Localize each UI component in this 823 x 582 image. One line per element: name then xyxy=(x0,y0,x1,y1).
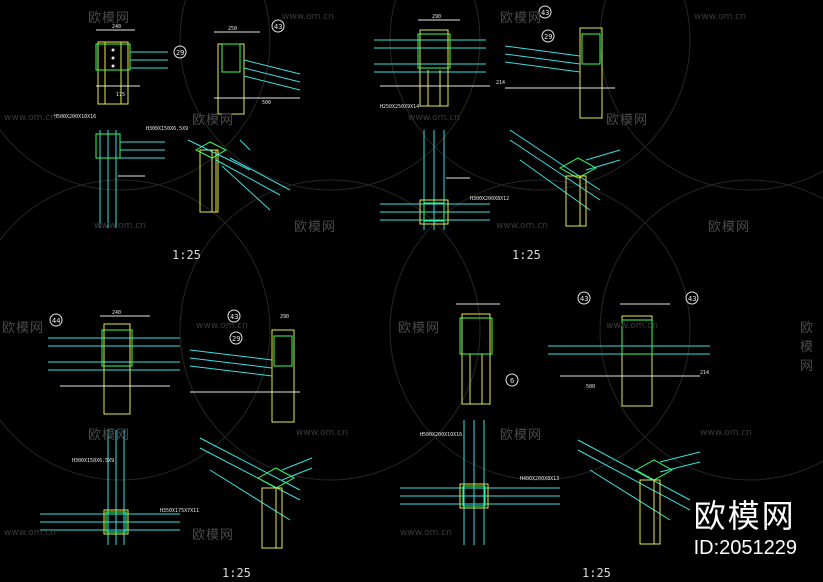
scale-label-bottom-left: 1:25 xyxy=(222,566,251,580)
panel-top-right xyxy=(374,5,621,230)
watermark-text: 欧模网 xyxy=(88,427,131,442)
dim-text: 250 xyxy=(228,26,237,32)
plan-b xyxy=(380,130,490,230)
watermark-url: www.om.cn xyxy=(282,12,334,22)
watermark-text: 欧模网 xyxy=(192,112,235,127)
callout-10: 6 xyxy=(510,377,514,385)
panel-top-left xyxy=(95,19,301,228)
watermark-text: 欧模网 xyxy=(294,219,337,234)
watermark-text: 欧模网 xyxy=(500,427,543,442)
iso-a xyxy=(187,139,291,213)
watermark-text: 欧模网 xyxy=(708,219,751,234)
callout-9: 43 xyxy=(688,295,696,303)
section-label: H250X250X9X14 xyxy=(380,104,419,110)
watermark-url: www.om.cn xyxy=(400,528,452,538)
dim-text: 500 xyxy=(586,384,595,390)
section-label: H300X200X8X12 xyxy=(470,196,509,202)
plan-d xyxy=(400,420,560,545)
watermark-text: 欧模网 xyxy=(2,320,45,335)
scale-label-bottom-right: 1:25 xyxy=(582,566,611,580)
dim-text: 290 xyxy=(280,314,289,320)
section-label: H300X150X6.5X9 xyxy=(146,126,188,132)
watermark-text: 欧模网 xyxy=(500,10,543,25)
callout-7: 29 xyxy=(232,335,240,343)
elevation-a xyxy=(95,29,168,105)
elevation-h xyxy=(548,291,710,407)
section-label: H400X200X8X13 xyxy=(520,476,559,482)
dim-text: 214 xyxy=(496,80,505,86)
scale-label-top-right: 1:25 xyxy=(512,248,541,262)
section-labels: H500X200X10X16 H300X150X6.5X9 H250X250X9… xyxy=(54,104,559,514)
dim-text: 290 xyxy=(432,14,441,20)
callout-6: 43 xyxy=(230,313,238,321)
watermark-text: 欧模网 xyxy=(88,10,131,25)
watermark-url: www.om.cn xyxy=(296,428,348,438)
dimension-labels: 240 250 290 175 500 214 500 214 240 290 xyxy=(112,14,709,390)
elevation-d xyxy=(504,27,615,119)
watermark-text: 欧模网 xyxy=(192,527,235,542)
watermark-text: 欧模网 xyxy=(800,320,815,373)
callout-1: 43 xyxy=(274,23,282,31)
callout-3: 43 xyxy=(541,9,549,17)
plan-c xyxy=(40,430,180,545)
brand-overlay: 欧模网 ID:2051229 xyxy=(694,491,797,560)
watermark-url: www.om.cn xyxy=(196,321,248,331)
scale-label-top-left: 1:25 xyxy=(172,248,201,262)
elevation-e xyxy=(48,313,180,415)
dim-text: 175 xyxy=(116,92,125,98)
watermark-url: www.om.cn xyxy=(94,221,146,231)
callout-5: 44 xyxy=(52,317,60,325)
dim-text: 240 xyxy=(112,310,121,316)
section-label: H300X150X6.5X9 xyxy=(72,458,114,464)
callout-2: 29 xyxy=(176,49,184,57)
callout-8: 43 xyxy=(580,295,588,303)
watermark-url: www.om.cn xyxy=(4,113,56,123)
watermark-url: www.om.cn xyxy=(700,428,752,438)
watermark-url: www.om.cn xyxy=(408,113,460,123)
section-label: H350X175X7X11 xyxy=(160,508,199,514)
watermark-url: www.om.cn xyxy=(606,321,658,331)
panel-bottom-left xyxy=(40,309,313,549)
watermark-url: www.om.cn xyxy=(496,221,548,231)
elevation-b xyxy=(173,19,301,115)
elevation-g xyxy=(456,303,519,405)
elevation-c xyxy=(374,5,555,107)
callout-labels: 43 29 43 29 44 43 29 43 43 6 xyxy=(52,9,696,385)
elevation-f xyxy=(189,309,300,423)
dim-text: 500 xyxy=(262,100,271,106)
dim-text: 240 xyxy=(112,24,121,30)
brand-id: ID:2051229 xyxy=(693,537,797,559)
section-label: H500X200X10X16 xyxy=(420,432,462,438)
section-label: H500X200X10X16 xyxy=(54,114,96,120)
watermark-arcs xyxy=(0,0,823,481)
iso-b xyxy=(509,129,621,227)
dim-text: 214 xyxy=(700,370,709,376)
iso-d xyxy=(577,439,701,545)
brand-name: 欧模网 xyxy=(693,497,796,535)
callout-4: 29 xyxy=(544,33,552,41)
watermark-url: www.om.cn xyxy=(694,12,746,22)
plan-a xyxy=(95,130,165,228)
panel-bottom-right xyxy=(400,291,710,545)
watermark-text: 欧模网 xyxy=(398,320,441,335)
iso-c xyxy=(199,437,313,549)
watermark-url: www.om.cn xyxy=(4,528,56,538)
watermark-text: 欧模网 xyxy=(606,112,649,127)
